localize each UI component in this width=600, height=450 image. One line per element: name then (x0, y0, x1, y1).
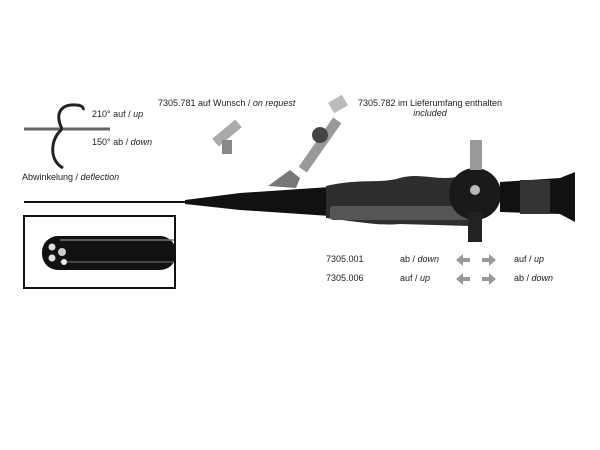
deflection-diagram (24, 103, 110, 170)
optional-accessory-label: 7305.781 auf Wunsch / on request (158, 98, 295, 108)
arrow-right-icon (482, 254, 496, 266)
up-angle: 210° auf / (92, 109, 134, 119)
included-en: included (413, 108, 447, 118)
included-code: 7305.782 im Lieferumfang enthalten (357, 98, 503, 108)
dir-de: ab / (400, 254, 418, 264)
dir-de: auf / (400, 273, 421, 283)
deflection-down-label: 150° ab / down (92, 137, 152, 147)
dir-en: up (534, 254, 545, 264)
optional-code: 7305.781 auf Wunsch / (158, 98, 253, 108)
valve-optional-icon (212, 119, 242, 154)
down-angle: 150° ab / (92, 137, 131, 147)
deflection-de: Abwinkelung / (22, 172, 81, 182)
dir-en: down (417, 254, 440, 264)
model-code: 7305.001 (326, 254, 364, 264)
model-left-direction: ab / down (400, 254, 439, 264)
optional-en: on request (252, 98, 296, 108)
deflection-en: deflection (80, 172, 120, 182)
model-right-direction: ab / down (514, 273, 553, 283)
model-right-direction: auf / up (514, 254, 544, 264)
model-left-direction: auf / up (400, 273, 430, 283)
valve-included-icon (298, 94, 348, 173)
dir-de: auf / (514, 254, 535, 264)
arrow-left-icon (456, 273, 470, 285)
arrow-right-icon (482, 273, 496, 285)
down-en: down (130, 137, 153, 147)
dir-de: ab / (514, 273, 532, 283)
dir-en: down (531, 273, 554, 283)
up-en: up (133, 109, 144, 119)
direction-arrows (456, 254, 496, 285)
arrow-left-icon (456, 254, 470, 266)
deflection-up-label: 210° auf / up (92, 109, 143, 119)
cone (185, 187, 330, 216)
dir-en: up (420, 273, 431, 283)
model-code: 7305.006 (326, 273, 364, 283)
deflection-caption: Abwinkelung / deflection (22, 172, 119, 182)
